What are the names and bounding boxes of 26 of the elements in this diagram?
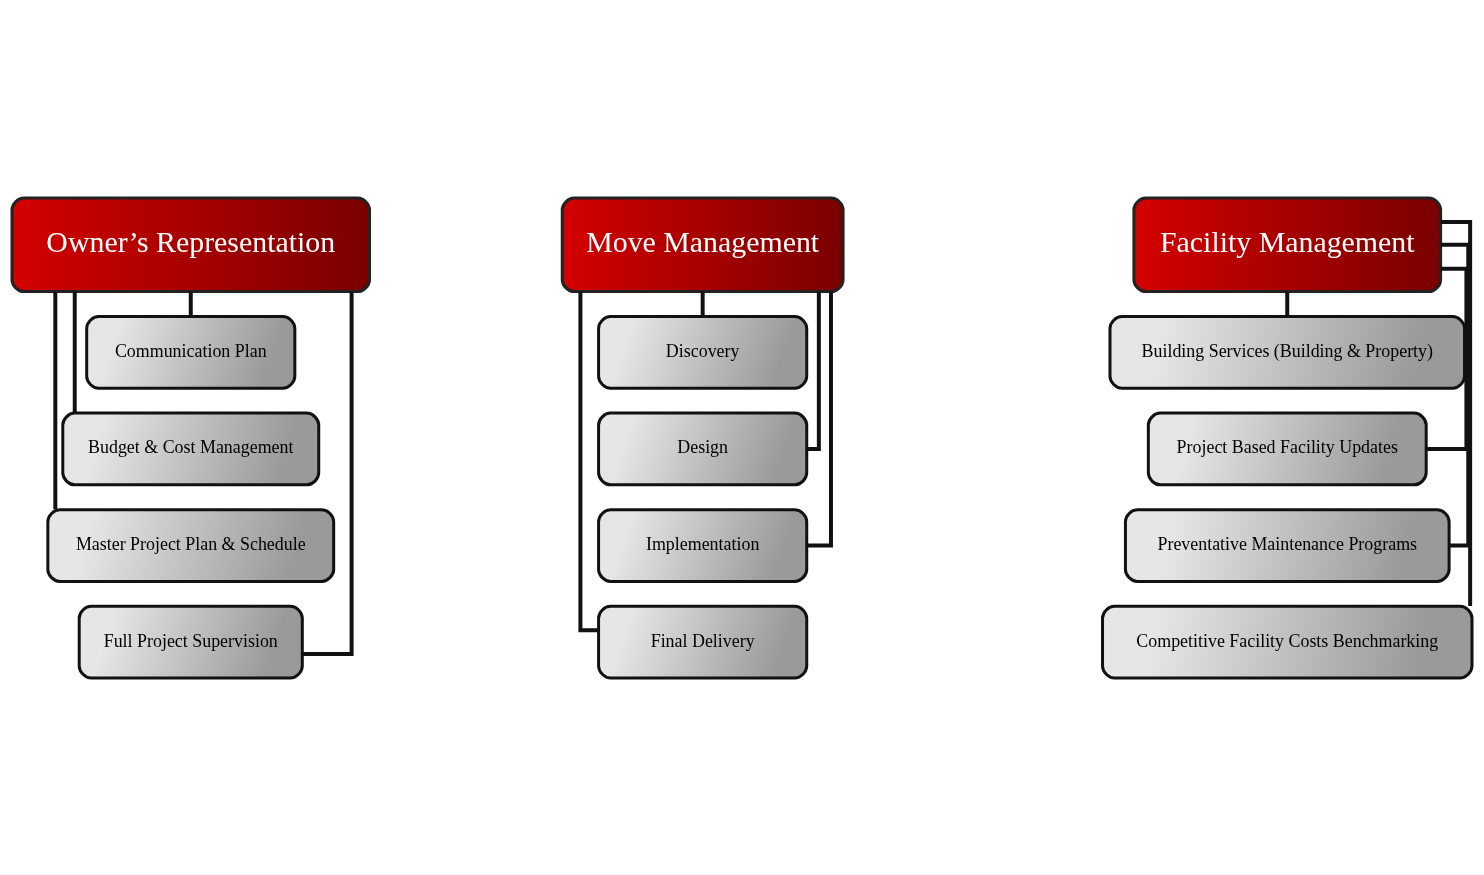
node-box: Building Services (Building & Property) (1108, 314, 1467, 390)
node-box: Facility Management (1132, 196, 1443, 293)
connector (700, 291, 705, 316)
connector (302, 291, 354, 656)
node-box: Implementation (597, 507, 809, 583)
connector (806, 291, 821, 451)
connector (578, 291, 599, 632)
node-box: Final Delivery (597, 604, 809, 679)
connector (1426, 266, 1469, 451)
node-box: Discovery (597, 314, 809, 390)
node-box: Design (597, 411, 809, 486)
connector (1285, 291, 1290, 316)
node-box: Master Project Plan & Schedule (46, 507, 336, 583)
node-box: Budget & Cost Management (61, 411, 321, 486)
connector (53, 291, 58, 509)
node-box: Move Management (560, 196, 845, 293)
node-box: Preventative Maintenance Programs (1123, 507, 1451, 583)
node-box: Owner’s Representation (10, 196, 372, 293)
node-box: Project Based Facility Updates (1146, 411, 1428, 486)
node-box: Communication Plan (85, 314, 297, 390)
node-box: Competitive Facility Costs Benchmarking (1101, 604, 1474, 679)
connector (1440, 219, 1473, 606)
connector (188, 291, 193, 316)
connector (1440, 242, 1471, 548)
connector (72, 291, 77, 413)
node-box: Full Project Supervision (77, 604, 304, 679)
